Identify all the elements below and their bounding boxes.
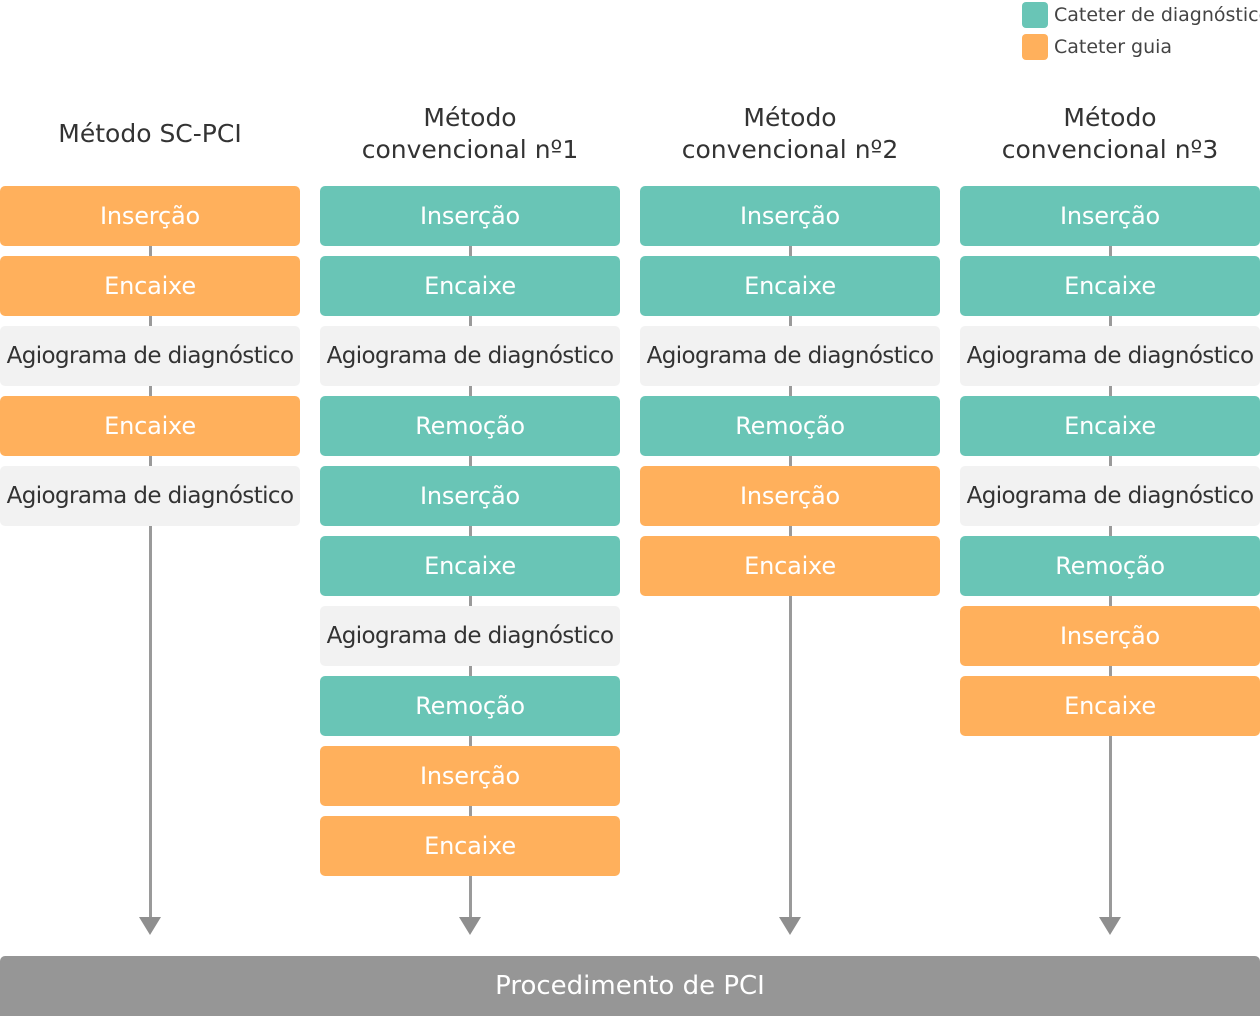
step-remocao: Remoção <box>960 536 1260 596</box>
step-encaixe: Encaixe <box>0 256 300 316</box>
step-label: Agiograma de diagnóstico <box>966 483 1254 509</box>
method-title: Método SC-PCI <box>0 118 300 150</box>
step-label: Remoção <box>735 412 845 440</box>
step-encaixe: Encaixe <box>0 396 300 456</box>
step-label: Encaixe <box>104 272 196 300</box>
step-label: Encaixe <box>424 832 516 860</box>
pci-procedure-bar: Procedimento de PCI <box>0 956 1260 1016</box>
step-label: Inserção <box>740 202 840 230</box>
step-label: Remoção <box>1055 552 1165 580</box>
step-label: Encaixe <box>104 412 196 440</box>
step-insercao: Inserção <box>320 186 620 246</box>
step-encaixe: Encaixe <box>960 396 1260 456</box>
step-label: Remoção <box>415 692 525 720</box>
step-agiograma-de-diagnostico: Agiograma de diagnóstico <box>320 606 620 666</box>
method-title: Método convencional nº2 <box>640 102 940 166</box>
step-insercao: Inserção <box>320 466 620 526</box>
method-title: Método convencional nº3 <box>960 102 1260 166</box>
step-label: Inserção <box>420 482 520 510</box>
arrow-down-icon <box>459 917 481 935</box>
legend-swatch-diagnostic <box>1022 2 1048 28</box>
step-remocao: Remoção <box>320 396 620 456</box>
step-label: Encaixe <box>1064 272 1156 300</box>
step-agiograma-de-diagnostico: Agiograma de diagnóstico <box>0 326 300 386</box>
step-agiograma-de-diagnostico: Agiograma de diagnóstico <box>960 326 1260 386</box>
arrow-down-icon <box>1099 917 1121 935</box>
step-label: Inserção <box>1060 202 1160 230</box>
step-label: Encaixe <box>424 272 516 300</box>
step-agiograma-de-diagnostico: Agiograma de diagnóstico <box>0 466 300 526</box>
step-label: Remoção <box>415 412 525 440</box>
method-title-line: convencional nº3 <box>1001 135 1219 164</box>
legend-label-guide: Cateter guia <box>1054 36 1173 58</box>
legend-item-diagnostic-catheter: Cateter de diagnóstico <box>1022 2 1260 28</box>
step-remocao: Remoção <box>640 396 940 456</box>
step-insercao: Inserção <box>320 746 620 806</box>
step-label: Inserção <box>100 202 200 230</box>
step-label: Agiograma de diagnóstico <box>6 483 294 509</box>
legend-swatch-guide <box>1022 34 1048 60</box>
step-insercao: Inserção <box>960 606 1260 666</box>
step-label: Encaixe <box>1064 692 1156 720</box>
step-label: Inserção <box>1060 622 1160 650</box>
arrow-down-icon <box>139 917 161 935</box>
legend-item-guide-catheter: Cateter guia <box>1022 34 1172 60</box>
step-label: Inserção <box>420 202 520 230</box>
step-label: Agiograma de diagnóstico <box>326 623 614 649</box>
step-insercao: Inserção <box>640 466 940 526</box>
step-agiograma-de-diagnostico: Agiograma de diagnóstico <box>960 466 1260 526</box>
step-insercao: Inserção <box>960 186 1260 246</box>
method-title-line: Método <box>743 103 837 132</box>
step-agiograma-de-diagnostico: Agiograma de diagnóstico <box>320 326 620 386</box>
step-encaixe: Encaixe <box>640 256 940 316</box>
step-encaixe: Encaixe <box>640 536 940 596</box>
arrow-down-icon <box>779 917 801 935</box>
step-label: Encaixe <box>1064 412 1156 440</box>
method-title: Método convencional nº1 <box>320 102 620 166</box>
step-label: Inserção <box>420 762 520 790</box>
step-label: Agiograma de diagnóstico <box>646 343 934 369</box>
step-label: Agiograma de diagnóstico <box>966 343 1254 369</box>
step-encaixe: Encaixe <box>960 256 1260 316</box>
step-encaixe: Encaixe <box>320 536 620 596</box>
method-title-line: Método <box>1063 103 1157 132</box>
step-label: Inserção <box>740 482 840 510</box>
step-label: Encaixe <box>424 552 516 580</box>
step-label: Agiograma de diagnóstico <box>6 343 294 369</box>
step-encaixe: Encaixe <box>960 676 1260 736</box>
method-title-line: convencional nº1 <box>361 135 579 164</box>
step-encaixe: Encaixe <box>320 816 620 876</box>
method-title-line: Método SC-PCI <box>58 119 242 148</box>
method-title-line: convencional nº2 <box>681 135 899 164</box>
pci-procedure-label: Procedimento de PCI <box>495 971 765 1001</box>
step-label: Encaixe <box>744 272 836 300</box>
step-label: Encaixe <box>744 552 836 580</box>
step-remocao: Remoção <box>320 676 620 736</box>
flow-line <box>149 186 152 921</box>
step-insercao: Inserção <box>0 186 300 246</box>
step-label: Agiograma de diagnóstico <box>326 343 614 369</box>
step-encaixe: Encaixe <box>320 256 620 316</box>
method-title-line: Método <box>423 103 517 132</box>
step-insercao: Inserção <box>640 186 940 246</box>
step-agiograma-de-diagnostico: Agiograma de diagnóstico <box>640 326 940 386</box>
legend-label-diagnostic: Cateter de diagnóstico <box>1054 4 1260 26</box>
